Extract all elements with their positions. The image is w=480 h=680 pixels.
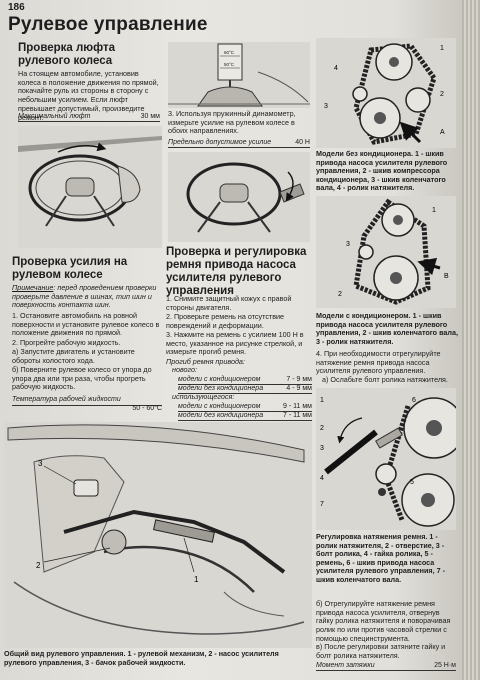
adjust-step-b: б) Отрегулируйте натяжение ремня привода… [316, 599, 451, 643]
force-step-2a: а) Запустите двигатель и установите обор… [12, 347, 135, 365]
deflection-new-label: нового: [172, 365, 198, 374]
belt-no-ac-label-2: 2 [440, 91, 444, 98]
belt-no-ac-label-a: А [440, 129, 445, 136]
belt-ac-label-1: 1 [432, 207, 436, 214]
tension-label-1: 1 [320, 397, 324, 404]
force-step-2: 2. Прогрейте рабочую жидкость. [12, 338, 121, 347]
tension-label-2: 2 [320, 425, 324, 432]
steering-play-illustration [18, 126, 162, 248]
adjust-step-4a: а) Ослабьте болт ролика натяжителя. [322, 375, 448, 384]
tension-label-6: 6 [412, 397, 416, 404]
caption-ac: Модели с кондиционером. 1 - шкив привода… [316, 311, 458, 346]
tension-label-3: 3 [320, 445, 324, 452]
force-step-1: 1. Остановите автомобиль на ровной повер… [12, 311, 160, 338]
belt-diagram-no-ac: 1 2 3 4 А [316, 38, 456, 148]
caption-general-view: Общий вид рулевого управления. 1 - рулев… [4, 649, 279, 667]
fluid-temperature-illustration: 60°C 50°C [168, 42, 310, 108]
belt-no-ac-label-3: 3 [324, 103, 328, 110]
tire-note: Примечание: перед проведением проверки п… [12, 283, 157, 310]
page-number: 186 [8, 2, 25, 13]
belt-diagram-ac: 1 3 2 В [316, 196, 456, 308]
dynamometer-text: 3. Используя пружинный динамометр, измер… [168, 109, 296, 136]
page-edge [462, 0, 480, 680]
dynamometer-illustration [168, 152, 310, 242]
tension-label-4: 4 [320, 475, 324, 482]
belt-step-1: 1. Снимите защитный кожух с правой сторо… [166, 294, 292, 312]
tension-adjust-diagram: 1 2 3 4 7 5 6 [316, 388, 465, 530]
heading-belt-check: Проверка и регулировка ремня привода нас… [166, 246, 307, 297]
tension-label-7: 7 [320, 501, 324, 508]
belt-ac-label-b: В [444, 273, 449, 280]
dial-60c: 60°C [224, 50, 235, 55]
deflection-spec-title: Прогиб ремня привода: [166, 357, 245, 366]
heading-play-check: Проверка люфта рулевого колеса [18, 42, 116, 67]
belt-step-2: 2. Проверьте ремень на отсутствие повреж… [166, 312, 285, 330]
deflection-used-label: использующегося: [172, 392, 235, 401]
steering-general-view-illustration: 3 2 1 [4, 422, 312, 648]
adjust-step-4: 4. При необходимости отрегулируйте натяж… [316, 349, 441, 376]
heading-steering-force: Проверка усилия на рулевом колесе [12, 256, 128, 281]
belt-step-3: 3. Нажмите на ремень с усилием 100 Н в м… [166, 330, 304, 357]
caption-tension: Регулировка натяжения ремня. 1 - ролик н… [316, 532, 446, 584]
belt-no-ac-label-4: 4 [334, 65, 338, 72]
play-check-text: На стоящем автомобиле, установив колеса … [18, 69, 159, 122]
general-label-3: 3 [38, 459, 43, 468]
tension-label-5: 5 [410, 479, 414, 486]
general-label-1: 1 [194, 575, 199, 584]
adjust-step-v: в) После регулировки затяните гайку и бо… [316, 642, 446, 660]
belt-no-ac-label-1: 1 [440, 45, 444, 52]
belt-ac-label-3: 3 [346, 241, 350, 248]
caption-no-ac: Модели без кондиционера. 1 - шкив привод… [316, 149, 448, 193]
dial-50c: 50°C [224, 62, 235, 67]
page-title: Рулевое управление [8, 14, 208, 35]
belt-ac-label-2: 2 [338, 291, 342, 298]
force-step-2b: б) Поверните рулевое колесо от упора до … [12, 365, 152, 392]
general-label-2: 2 [36, 561, 41, 570]
